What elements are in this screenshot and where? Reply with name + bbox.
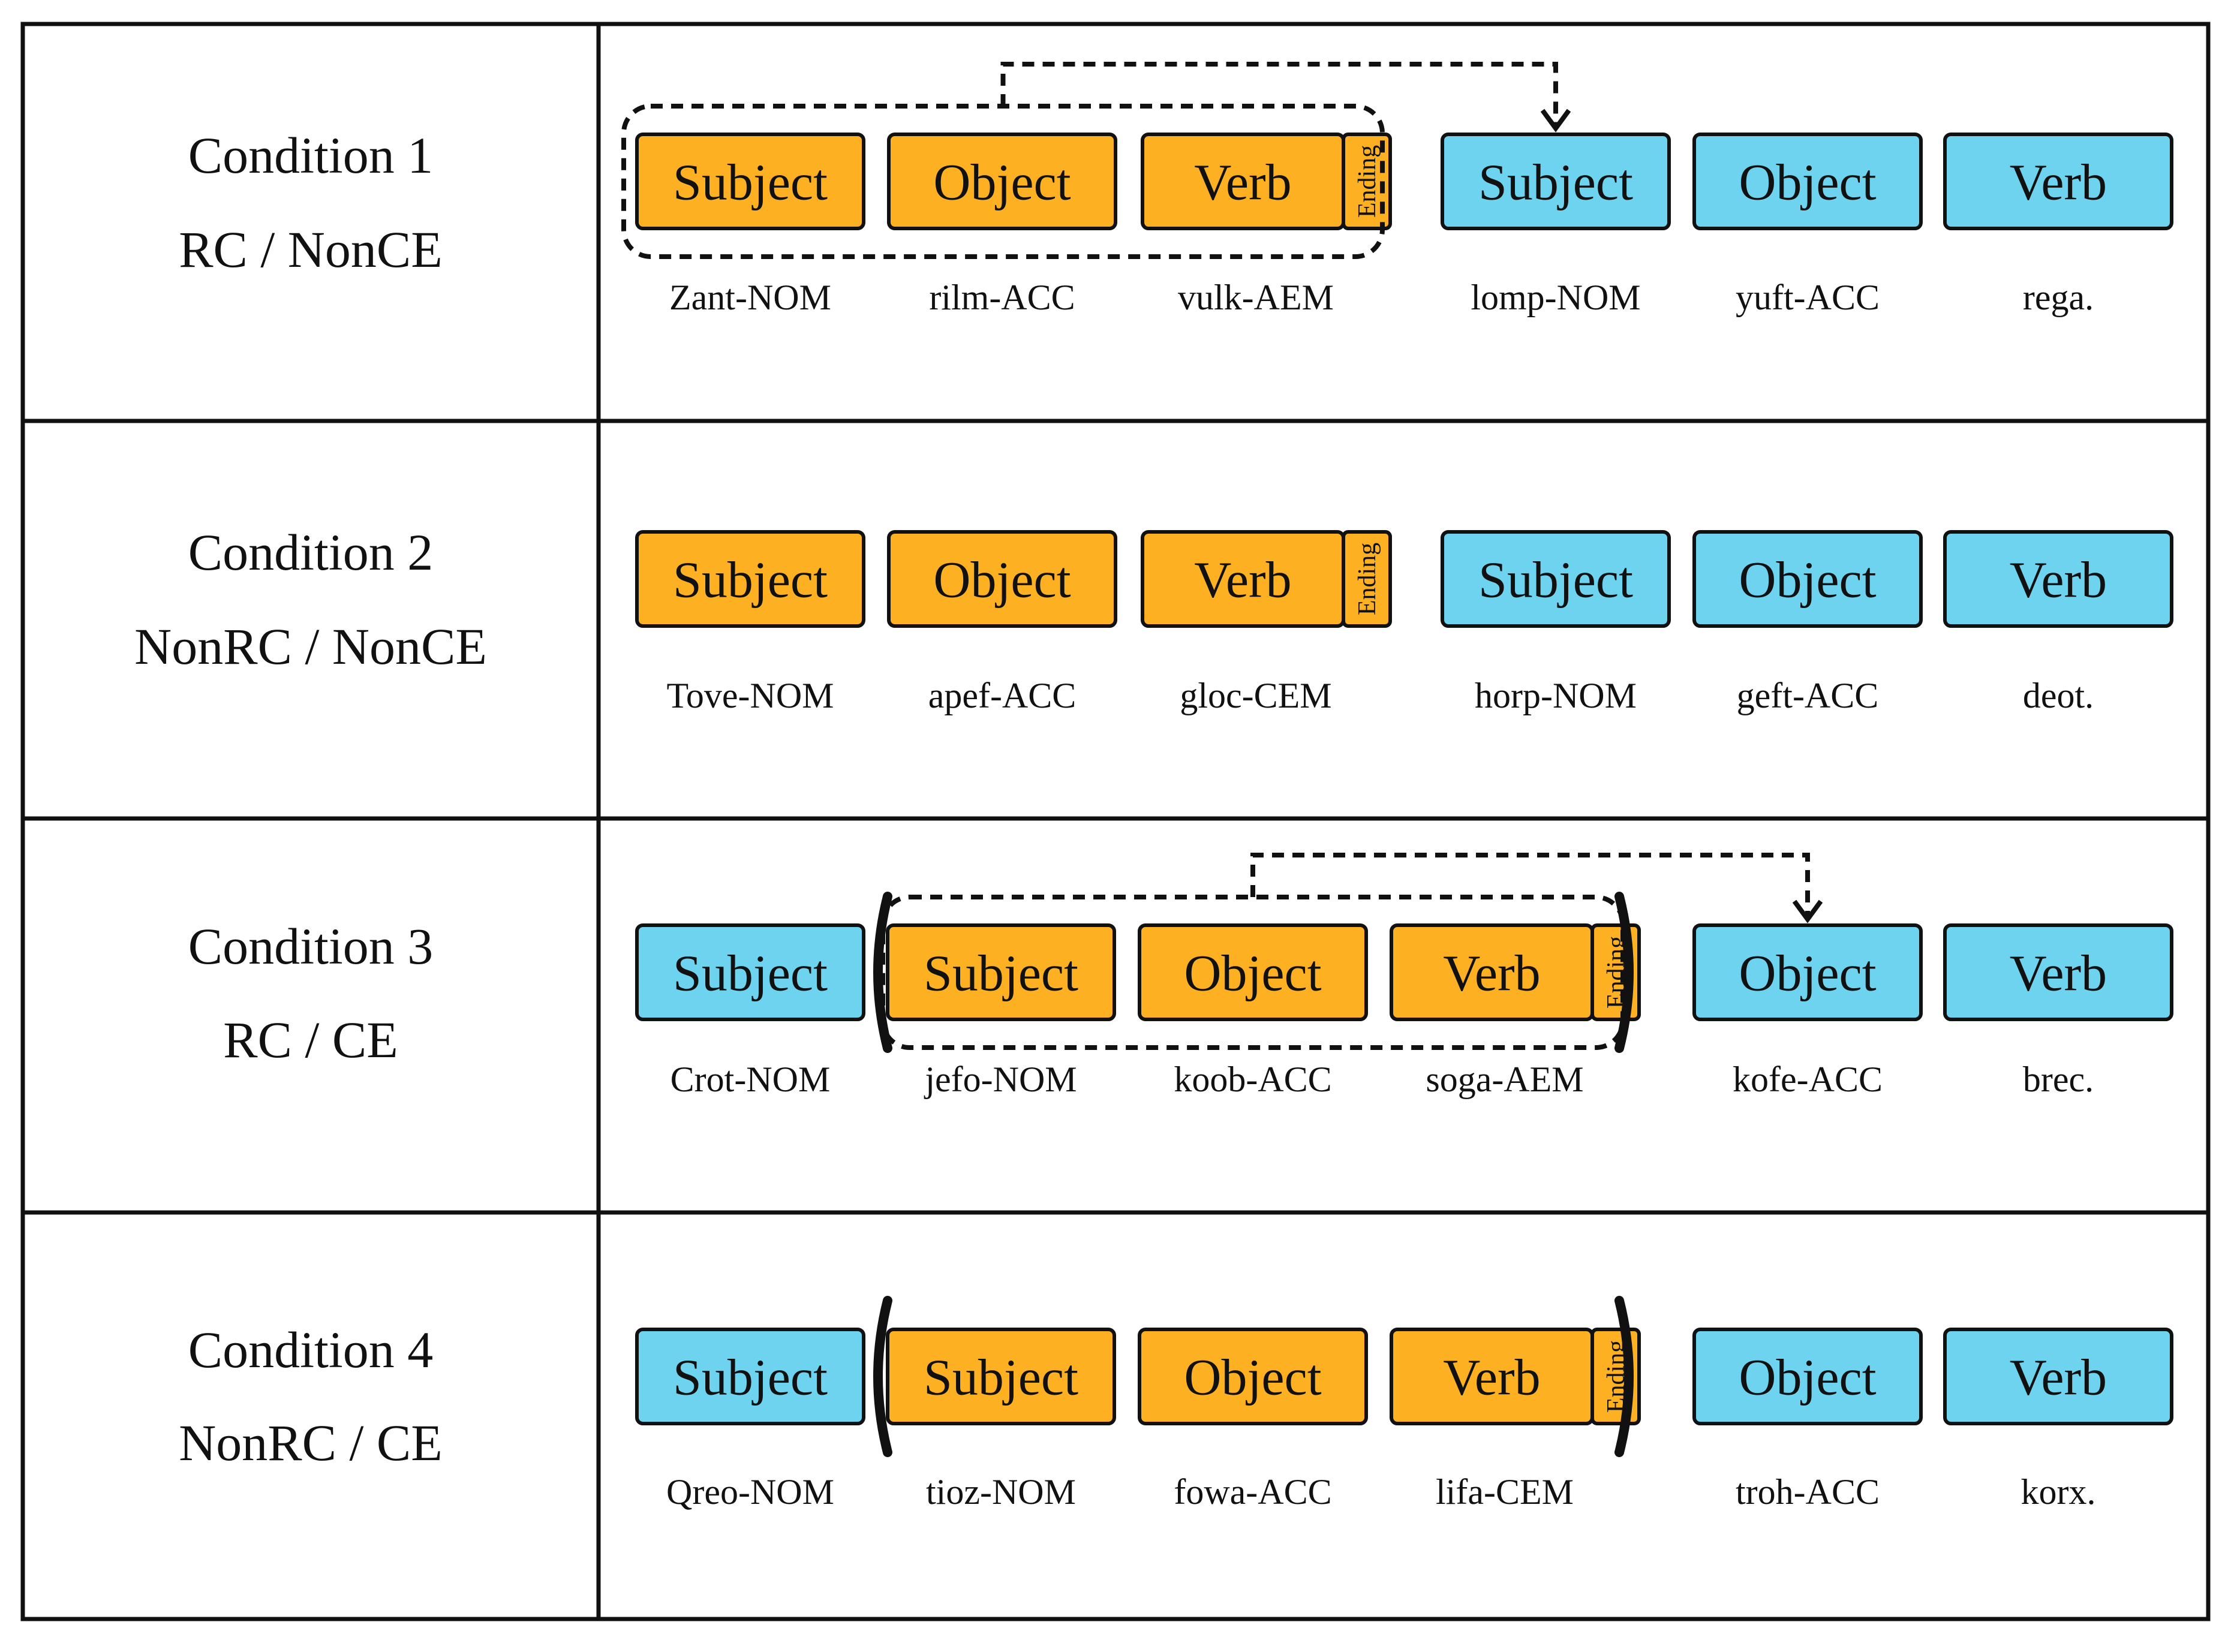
left-bracket [873, 892, 892, 1053]
word-box-label: Object [1739, 1349, 1876, 1406]
gloss-label: troh-ACC [1736, 1472, 1880, 1512]
word-box-label: Object [1739, 944, 1876, 1002]
word-box-object [1138, 923, 1368, 1021]
dependency-arrow [1250, 853, 1810, 919]
condition-subtitle: RC / CE [223, 1011, 398, 1069]
arrowhead [1792, 899, 1823, 923]
word-box-label: Subject [1478, 551, 1633, 609]
word-box-verb [1943, 133, 2173, 230]
word-box-label: Verb [2010, 551, 2107, 609]
gloss-label: Crot-NOM [670, 1060, 831, 1099]
word-box-object [1692, 133, 1923, 230]
gloss-label: rilm-ACC [929, 278, 1075, 317]
word-box-label: Subject [673, 154, 828, 211]
word-box-label: Object [1184, 1349, 1321, 1406]
word-box-label: Verb [1194, 154, 1291, 211]
word-box-label: Object [1739, 154, 1876, 211]
word-box-object [887, 133, 1117, 230]
word-box-subject [1441, 133, 1671, 230]
gloss-label: deot. [2023, 676, 2094, 715]
gloss-label: Zant-NOM [669, 278, 831, 317]
word-box-verb [1943, 1328, 2173, 1425]
condition-subtitle: RC / NonCE [179, 221, 443, 278]
word-box-label: Subject [1478, 154, 1633, 211]
gloss-label: apef-ACC [928, 676, 1077, 715]
word-box-subject [886, 923, 1116, 1021]
word-box-label: Verb [2010, 944, 2107, 1002]
word-box-verb [1943, 530, 2173, 628]
word-box-label: Subject [673, 551, 828, 609]
gloss-label: korx. [2021, 1472, 2096, 1512]
ending-box [1342, 530, 1392, 628]
word-box-subject [635, 133, 865, 230]
right-bracket [1614, 1296, 1634, 1457]
word-box-subject [635, 1328, 865, 1425]
word-box-object [887, 530, 1117, 628]
word-box-label: Verb [1443, 944, 1540, 1002]
gloss-label: lomp-NOM [1471, 278, 1640, 317]
word-box-label: Subject [924, 944, 1078, 1002]
word-box-label: Object [1184, 944, 1321, 1002]
gloss-label: vulk-AEM [1178, 278, 1334, 317]
word-box-object [1138, 1328, 1368, 1425]
left-bracket [873, 1296, 892, 1457]
gloss-label: yuft-ACC [1736, 278, 1880, 317]
word-box-subject [886, 1328, 1116, 1425]
condition-title: Condition 3 [188, 917, 434, 975]
gloss-label: kofe-ACC [1733, 1060, 1883, 1099]
arrowhead [1540, 109, 1571, 133]
gloss-label: lifa-CEM [1436, 1472, 1574, 1512]
word-box-verb [1943, 923, 2173, 1021]
word-box-subject [635, 530, 865, 628]
gloss-label: koob-ACC [1174, 1060, 1331, 1099]
condition-title: Condition 1 [188, 127, 434, 184]
word-box-label: Subject [924, 1349, 1078, 1406]
gloss-label: brec. [2023, 1060, 2094, 1099]
gloss-label: jefo-NOM [924, 1060, 1077, 1099]
word-box-subject [635, 923, 865, 1021]
word-box-label: Verb [2010, 1349, 2107, 1406]
condition-subtitle: NonRC / CE [179, 1414, 443, 1472]
word-box-label: Object [1739, 551, 1876, 609]
word-box-label: Subject [673, 944, 828, 1002]
gloss-label: horp-NOM [1475, 676, 1637, 715]
gloss-label: soga-AEM [1426, 1060, 1583, 1099]
ending-label: Ending [1354, 543, 1381, 615]
gloss-label: Qreo-NOM [666, 1472, 834, 1512]
word-box-label: Object [933, 154, 1071, 211]
word-box-object [1692, 530, 1923, 628]
word-box-label: Verb [1194, 551, 1291, 609]
gloss-label: geft-ACC [1737, 676, 1879, 715]
dependency-arrow [1000, 62, 1558, 128]
gloss-label: gloc-CEM [1180, 676, 1331, 715]
word-box-label: Verb [2010, 154, 2107, 211]
word-box-subject [1441, 530, 1671, 628]
word-box-object [1692, 923, 1923, 1021]
condition-title: Condition 4 [188, 1321, 434, 1379]
gloss-label: tioz-NOM [926, 1472, 1076, 1512]
ending-label: Ending [1354, 145, 1381, 218]
right-bracket [1614, 892, 1634, 1053]
word-box-label: Object [933, 551, 1071, 609]
gloss-label: rega. [2023, 278, 2094, 317]
gloss-label: fowa-ACC [1174, 1472, 1331, 1512]
condition-subtitle: NonRC / NonCE [134, 618, 487, 675]
ending-box [1342, 133, 1392, 230]
word-box-label: Subject [673, 1349, 828, 1406]
relative-clause-dashed-group [880, 895, 1625, 1050]
condition-title: Condition 2 [188, 523, 434, 581]
table-border [20, 22, 2211, 1621]
word-box-label: Verb [1443, 1349, 1540, 1406]
word-box-object [1692, 1328, 1923, 1425]
gloss-label: Tove-NOM [666, 676, 834, 715]
